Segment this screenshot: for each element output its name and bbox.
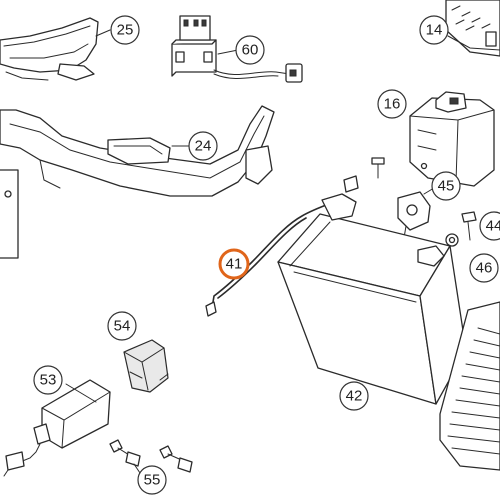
callout-53-label: 53 <box>40 372 57 389</box>
side-panel <box>0 169 19 259</box>
battery-tray <box>439 301 500 471</box>
part-46-nut[interactable] <box>445 233 459 247</box>
callout-24[interactable]: 24 <box>188 131 218 161</box>
callout-44[interactable]: 44 <box>479 211 500 241</box>
part-25-upper-bracket[interactable] <box>0 17 99 81</box>
callout-42-label: 42 <box>346 388 363 405</box>
part-16-control-unit[interactable] <box>409 91 495 187</box>
callout-leaders <box>65 29 435 477</box>
callout-45[interactable]: 45 <box>431 171 461 201</box>
callout-55[interactable]: 55 <box>137 465 167 495</box>
callout-46[interactable]: 46 <box>469 253 499 283</box>
part-41-cable[interactable] <box>205 197 345 317</box>
callout-45-label: 45 <box>438 178 455 195</box>
callout-46-label: 46 <box>476 260 493 277</box>
callout-25-label: 25 <box>117 22 134 39</box>
part-54-rubber-cap[interactable] <box>123 339 169 393</box>
callout-55-label: 55 <box>144 472 161 489</box>
callout-41-label: 41 <box>226 256 243 273</box>
callout-14-label: 14 <box>426 22 443 39</box>
part-53-fuse-box[interactable] <box>3 379 111 477</box>
callout-42[interactable]: 42 <box>339 381 369 411</box>
callout-14[interactable]: 14 <box>419 15 449 45</box>
part-45-terminal[interactable] <box>343 157 431 239</box>
callout-53[interactable]: 53 <box>33 365 63 395</box>
callout-60-label: 60 <box>242 42 259 59</box>
part-55-bolts[interactable] <box>109 439 193 473</box>
callout-41-highlight-ring <box>218 248 250 280</box>
callout-60[interactable]: 60 <box>235 35 265 65</box>
callout-16-label: 16 <box>384 96 401 113</box>
callout-24-label: 24 <box>195 138 212 155</box>
part-60-relay[interactable] <box>171 15 303 83</box>
part-44-screw[interactable] <box>461 211 477 241</box>
callout-44-label: 44 <box>486 218 500 235</box>
callout-41[interactable]: 41 <box>218 248 250 280</box>
callout-25[interactable]: 25 <box>110 15 140 45</box>
callout-16[interactable]: 16 <box>377 89 407 119</box>
callout-54[interactable]: 54 <box>107 311 137 341</box>
part-42-battery[interactable] <box>277 193 467 405</box>
part-24-lower-bracket[interactable] <box>0 105 275 197</box>
callout-54-label: 54 <box>114 318 131 335</box>
part-14-fuse-block[interactable] <box>445 0 500 57</box>
